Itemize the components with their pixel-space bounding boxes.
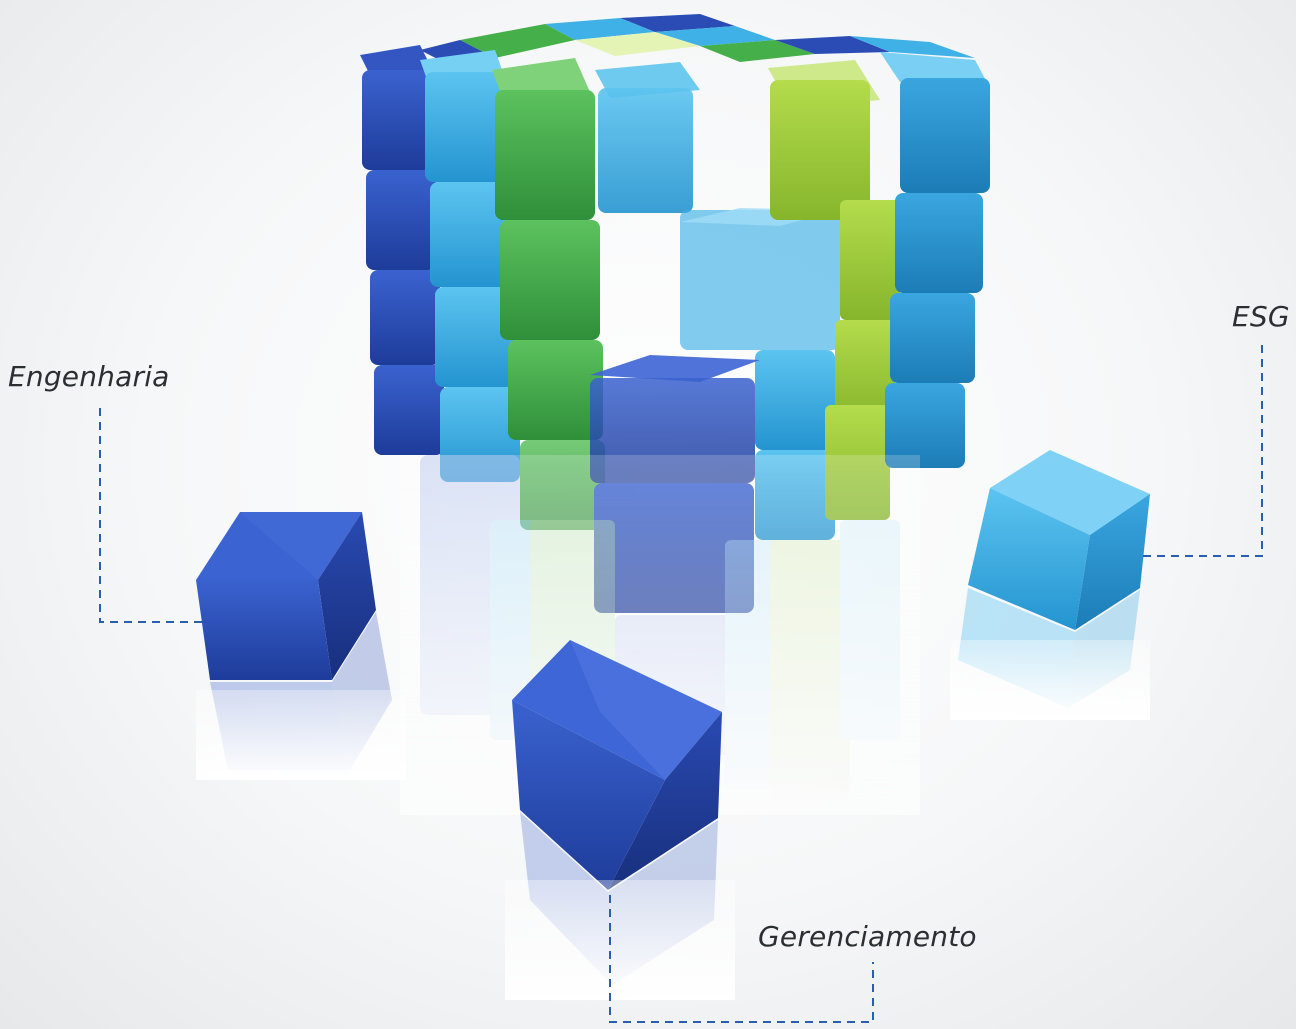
esg-label: ESG xyxy=(1232,300,1290,333)
engenharia-label: Engenharia xyxy=(8,360,170,393)
gerenciamento-cube xyxy=(505,640,735,1000)
engenharia-cube xyxy=(196,512,406,780)
engenharia-connector xyxy=(99,408,204,623)
gerenciamento-label: Gerenciamento xyxy=(758,920,977,953)
esg-connector xyxy=(1140,345,1263,557)
gerenciamento-connector xyxy=(609,895,874,1023)
connector-lines xyxy=(99,345,1263,1023)
esg-cube xyxy=(950,450,1150,720)
